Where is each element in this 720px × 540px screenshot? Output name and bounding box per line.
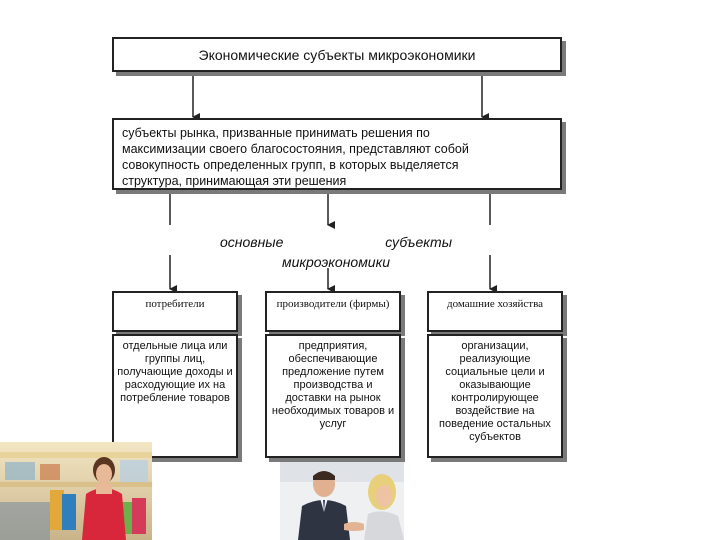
business-handshake-photo — [280, 462, 404, 540]
category-desc-box-consumers: отдельные лица или группы лиц, получающи… — [112, 334, 238, 458]
subtitle-word-2: субъекты — [385, 234, 452, 250]
category-desc-households: организации, реализующие социальные цели… — [439, 340, 551, 443]
definition-line-4: структура, принимающая эти решения — [122, 174, 347, 188]
category-heading-box-consumers: потребители — [112, 291, 238, 332]
category-desc-producers: предприятия, обеспечивающие предложение … — [271, 340, 395, 430]
category-heading-box-households: домашние хозяйства — [427, 291, 563, 332]
definition-line-3: совокупность определенных групп, в котор… — [122, 158, 459, 172]
diagram-title: Экономические субъекты микроэкономики — [198, 46, 476, 63]
definition-line-2: максимизации своего благосостояния, пред… — [122, 142, 469, 156]
subtitle: основные субъекты микроэкономики — [220, 232, 452, 272]
category-desc-box-households: организации, реализующие социальные цели… — [427, 334, 563, 458]
category-desc-box-producers: предприятия, обеспечивающие предложение … — [265, 334, 401, 458]
shopping-woman-photo — [0, 442, 152, 540]
title-box: Экономические субъекты микроэкономики — [112, 37, 562, 72]
definition-line-1: субъекты рынка, призванные принимать реш… — [122, 126, 430, 140]
category-heading-producers: производители (фирмы) — [276, 298, 390, 310]
subtitle-word-3: микроэкономики — [282, 254, 390, 270]
subtitle-word-1: основные — [220, 234, 284, 250]
category-heading-box-producers: производители (фирмы) — [265, 291, 401, 332]
category-heading-consumers: потребители — [145, 298, 205, 310]
category-desc-consumers: отдельные лица или группы лиц, получающи… — [117, 340, 233, 404]
definition-box: субъекты рынка, призванные принимать реш… — [112, 118, 562, 190]
category-heading-households: домашние хозяйства — [446, 298, 544, 310]
